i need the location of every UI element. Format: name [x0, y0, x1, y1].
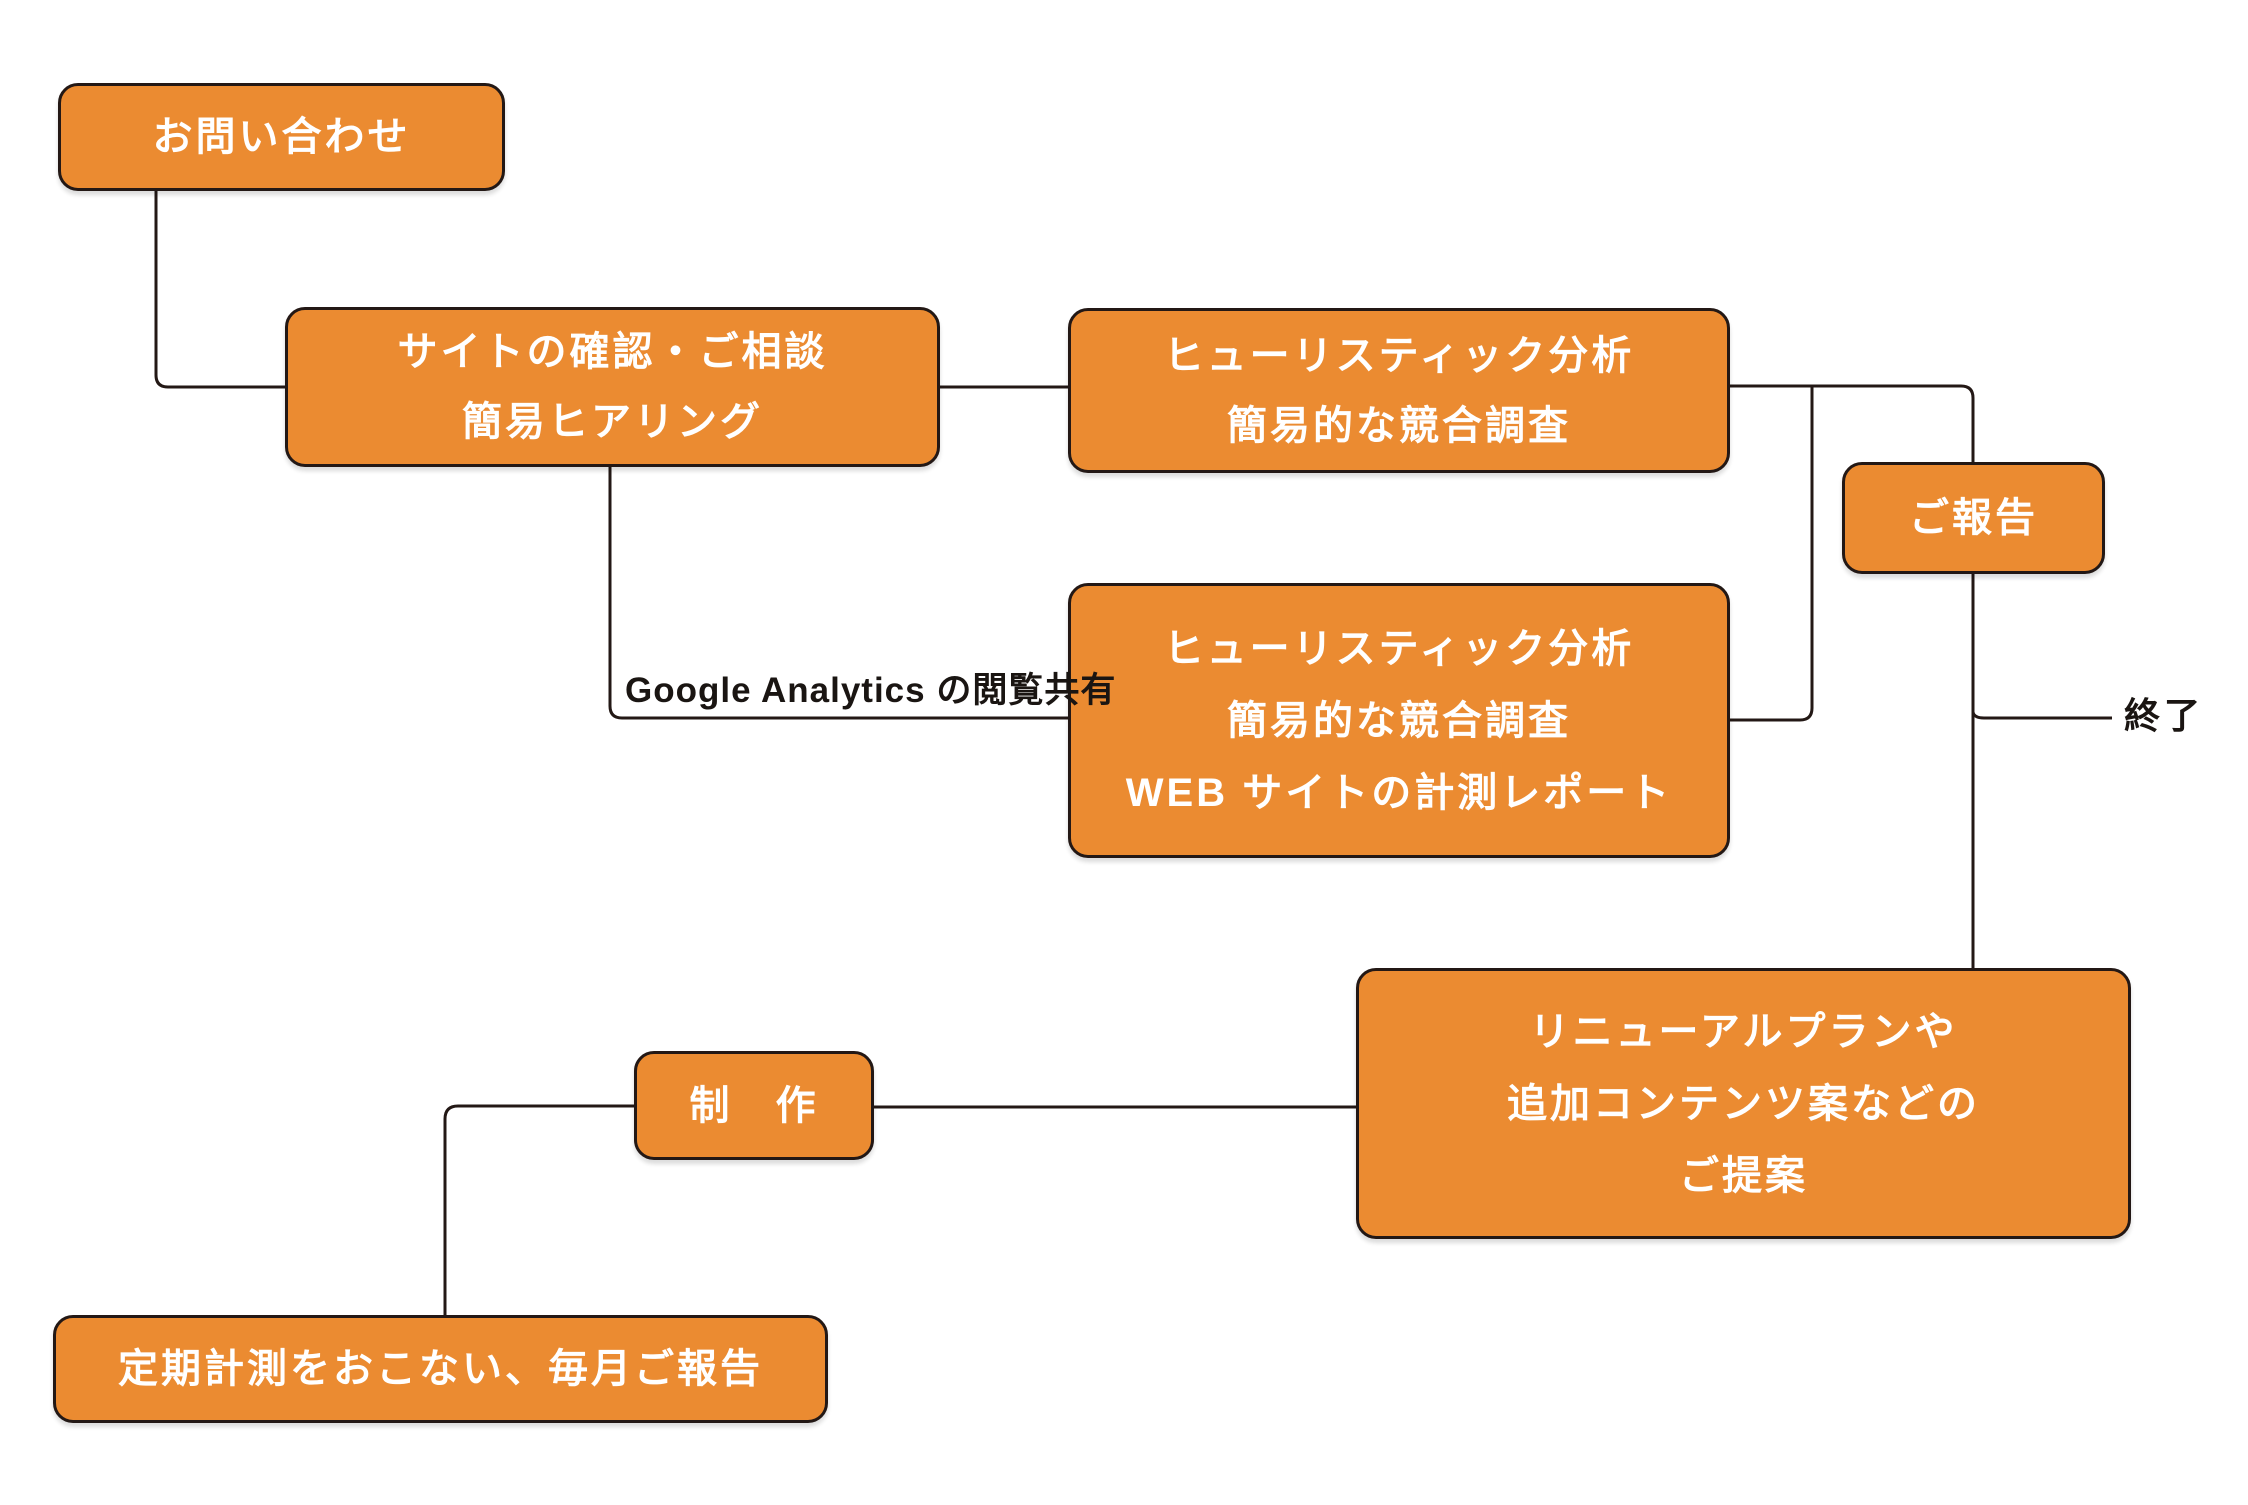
node-heuristic-full-label-line1: ヒューリスティック分析 [1163, 626, 1635, 671]
node-consult-label-line2: 簡易ヒアリング [462, 400, 763, 444]
node-production: 制 作 [634, 1051, 874, 1160]
node-consult: サイトの確認・ご相談 簡易ヒアリング [285, 307, 940, 467]
node-heuristic-basic-label-line2: 簡易的な競合調査 [1227, 403, 1571, 448]
edge-label-ga-share: Google Analytics の閲覧共有 [625, 671, 1117, 710]
node-proposal-label-line2: 追加コンテンツ案などの [1507, 1081, 1980, 1126]
connector-report-to-end [1971, 711, 2112, 720]
node-proposal-label-line3: ご提案 [1679, 1153, 1808, 1198]
node-contact-label: お問い合わせ [152, 115, 411, 159]
node-report: ご報告 [1842, 462, 2105, 574]
edge-label-end: 終了 [2124, 695, 2205, 736]
node-periodic-report: 定期計測をおこない、毎月ご報告 [53, 1315, 828, 1423]
connector-contact-to-consult [154, 191, 285, 389]
node-heuristic-full-label-line3: WEB サイトの計測レポート [1125, 770, 1673, 815]
connector-production-to-periodic [443, 1104, 634, 1315]
node-heuristic-full-label-line2: 簡易的な競合調査 [1227, 698, 1571, 743]
node-heuristic-basic: ヒューリスティック分析 簡易的な競合調査 [1068, 308, 1730, 473]
connector-heuristic-basic-to-report [1730, 384, 1975, 462]
node-consult-label-line1: サイトの確認・ご相談 [397, 330, 828, 374]
node-proposal-label-line1: リニューアルプランや [1529, 1009, 1958, 1054]
node-production-label: 制 作 [689, 1083, 819, 1128]
connector-heuristic-full-to-report [1730, 386, 1814, 722]
node-contact: お問い合わせ [58, 83, 505, 191]
node-report-label: ご報告 [1909, 496, 2038, 540]
node-proposal: リニューアルプランや 追加コンテンツ案などの ご提案 [1356, 968, 2131, 1239]
node-heuristic-basic-label-line1: ヒューリスティック分析 [1163, 333, 1635, 378]
node-periodic-report-label: 定期計測をおこない、毎月ご報告 [118, 1347, 763, 1391]
node-heuristic-full: ヒューリスティック分析 簡易的な競合調査 WEB サイトの計測レポート [1068, 583, 1730, 858]
connector-consult-to-heuristic-full [608, 467, 1068, 720]
